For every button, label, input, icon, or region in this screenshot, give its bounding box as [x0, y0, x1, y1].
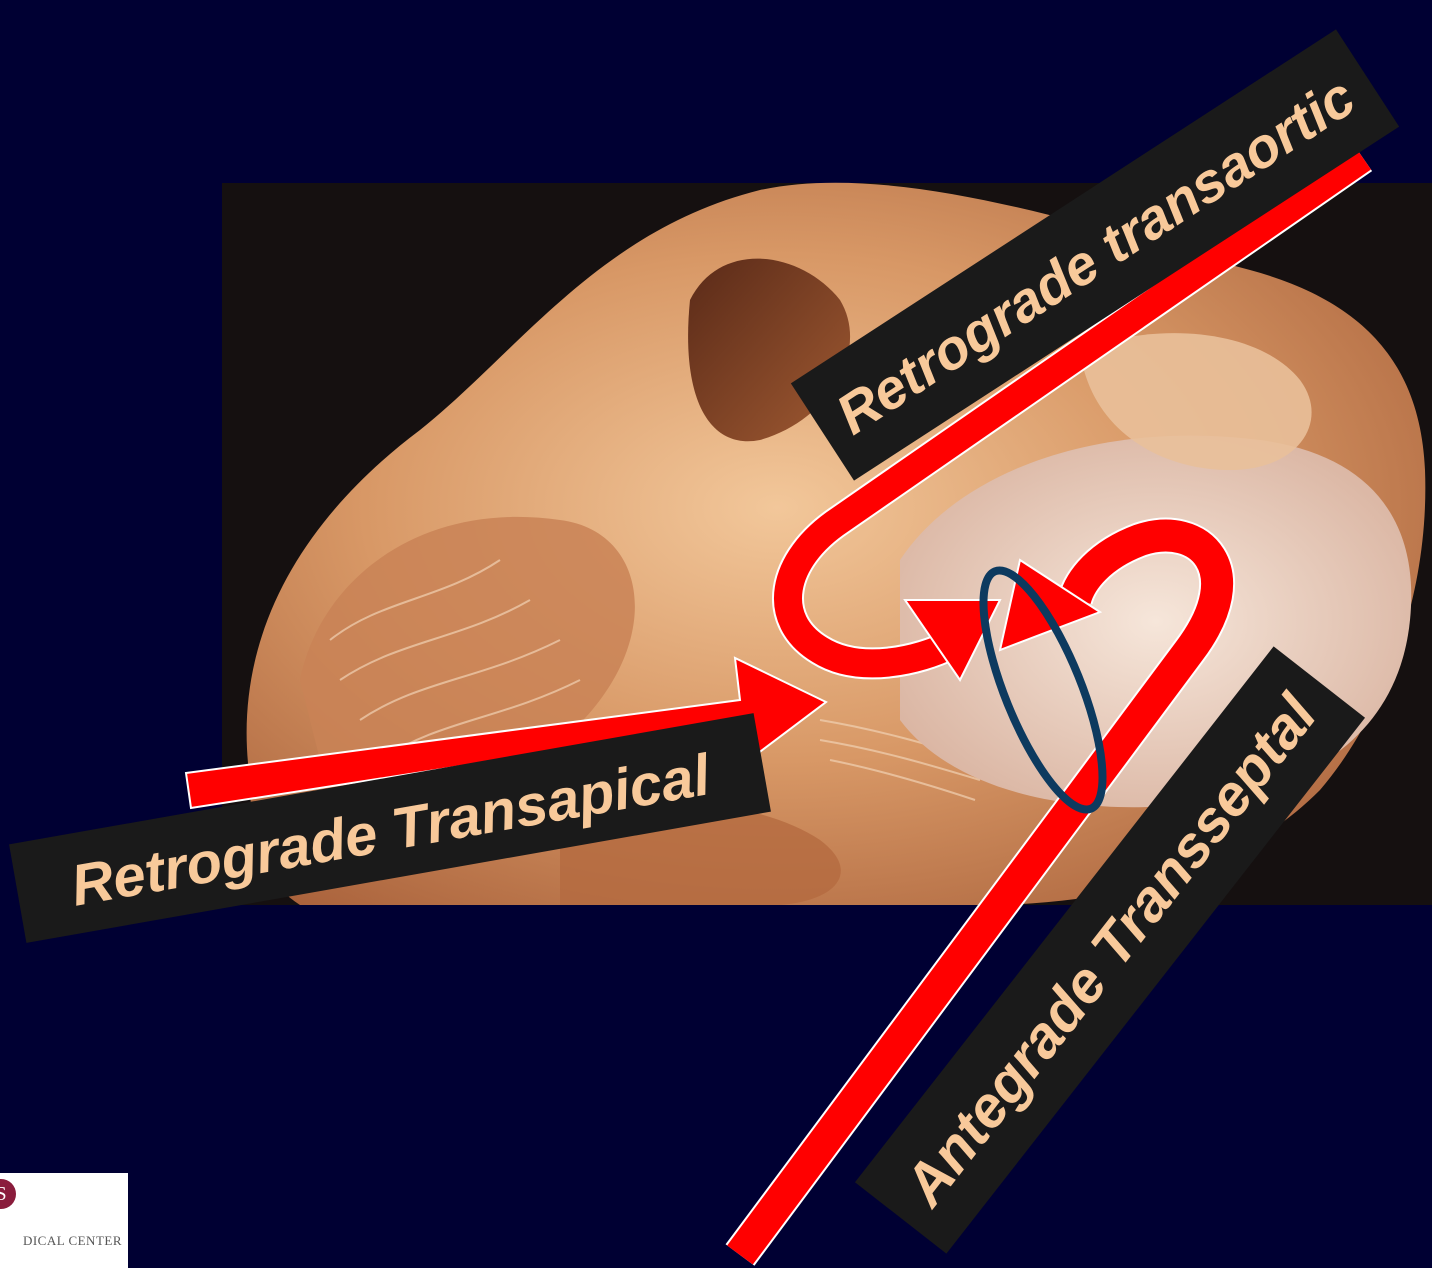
logo-text: DICAL CENTER	[0, 1233, 128, 1249]
logo-mark-icon: S	[0, 1179, 16, 1209]
medical-center-logo: S DICAL CENTER	[0, 1173, 128, 1268]
